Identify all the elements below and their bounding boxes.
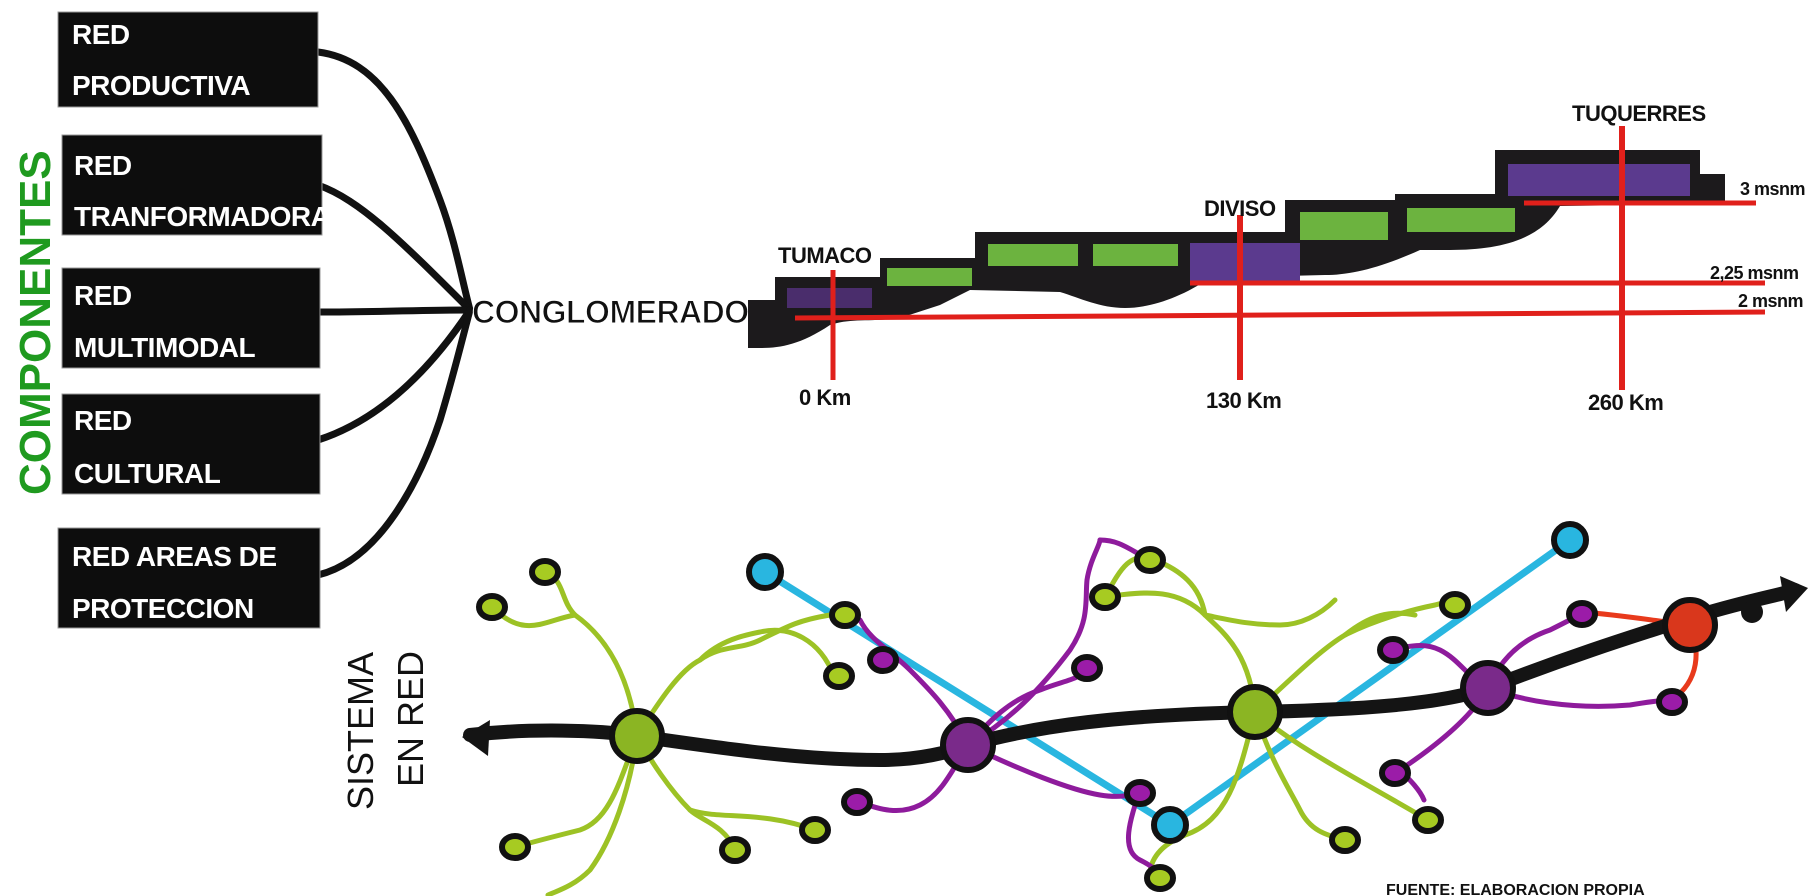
altitude-label-3: 3 msnm [1740, 179, 1805, 199]
component-box-3-line1: RED [74, 280, 132, 311]
component-box-4-line1: RED [74, 405, 132, 436]
component-box-1: RED PRODUCTIVA [57, 11, 319, 108]
node-lime-leaf [829, 601, 861, 629]
components-vertical-title: COMPONENTES [11, 150, 60, 495]
component-box-3: RED MULTIMODAL [61, 267, 321, 369]
component-box-2: RED TRANFORMADORA [61, 134, 331, 236]
node-lime-leaf [1412, 806, 1444, 834]
node-lime-leaf [1089, 583, 1121, 611]
green-block-4 [1300, 212, 1388, 240]
node-lime-leaf [529, 558, 561, 586]
node-magenta-leaf [841, 788, 873, 816]
hub-node-purple-2 [1460, 660, 1516, 716]
node-magenta-leaf [867, 646, 899, 674]
component-box-1-line2: PRODUCTIVA [72, 70, 250, 101]
altitude-label-225: 2,25 msnm [1710, 263, 1799, 283]
green-block-3 [1093, 244, 1178, 266]
place-label-tuquerres: TUQUERRES [1572, 101, 1706, 126]
node-lime-leaf [1439, 591, 1471, 619]
node-black-terminal [1741, 601, 1763, 623]
network-title-line2: EN RED [390, 651, 431, 787]
node-lime-leaf [1144, 864, 1176, 892]
component-box-3-line2: MULTIMODAL [74, 332, 255, 363]
lime-leaf-nodes [476, 546, 1471, 892]
node-magenta-leaf [1124, 779, 1156, 807]
hub-label-conglomerados: CONGLOMERADOS [472, 294, 770, 330]
node-cyan-1 [746, 553, 784, 591]
component-connectors [314, 48, 474, 579]
node-lime-leaf [799, 816, 831, 844]
backbone-arrow-right [1780, 576, 1808, 612]
backbone-line [463, 583, 1802, 768]
node-lime-leaf [1134, 546, 1166, 574]
component-box-4: RED CULTURAL [61, 393, 321, 495]
hub-node-lime-2 [1227, 684, 1283, 740]
node-magenta-leaf [1656, 688, 1688, 716]
component-box-2-line1: RED [74, 150, 132, 181]
distance-label-130: 130 Km [1206, 388, 1281, 413]
distance-label-260: 260 Km [1588, 390, 1663, 415]
purple-block-tuquerres [1508, 164, 1690, 196]
node-cyan-3 [1551, 521, 1589, 559]
node-lime-leaf [1329, 826, 1361, 854]
node-lime-leaf [499, 833, 531, 861]
source-note: FUENTE: ELABORACION PROPIA [1386, 882, 1645, 896]
green-block-1 [887, 268, 972, 286]
node-lime-leaf [823, 662, 855, 690]
altitude-line-2 [794, 309, 1766, 321]
green-block-5 [1407, 208, 1515, 232]
node-lime-leaf [476, 593, 508, 621]
component-box-4-line2: CULTURAL [74, 458, 221, 489]
hub-node-red [1662, 597, 1718, 653]
purple-block-tumaco [787, 288, 872, 308]
network-title-line1: SISTEMA [340, 652, 381, 810]
distance-label-0: 0 Km [799, 385, 851, 410]
cyan-links [761, 536, 1574, 829]
component-box-5-line1: RED AREAS DE [72, 541, 277, 572]
node-magenta-leaf [1377, 636, 1409, 664]
purple-block-diviso [1190, 243, 1300, 281]
node-magenta-leaf [1379, 759, 1411, 787]
node-lime-leaf [719, 836, 751, 864]
network-diagram [462, 521, 1808, 896]
backbone-arrow-left [462, 720, 490, 756]
node-cyan-2 [1151, 806, 1189, 844]
component-box-1-line1: RED [72, 19, 130, 50]
component-box-2-line2: TRANFORMADORA [74, 201, 331, 232]
hub-node-lime-1 [609, 708, 665, 764]
green-block-2 [988, 244, 1078, 266]
hub-node-purple-1 [940, 717, 996, 773]
elevation-profile: TUMACO DIVISO TUQUERRES 0 Km 130 Km 260 … [748, 101, 1806, 415]
component-box-5: RED AREAS DE PROTECCION [57, 527, 321, 629]
place-label-tumaco: TUMACO [778, 243, 872, 268]
magenta-leaf-nodes [841, 600, 1688, 816]
place-label-diviso: DIVISO [1204, 196, 1276, 221]
node-magenta-leaf [1566, 600, 1598, 628]
altitude-label-2: 2 msnm [1738, 291, 1803, 311]
node-magenta-leaf [1071, 654, 1103, 682]
component-box-5-line2: PROTECCION [72, 593, 254, 624]
